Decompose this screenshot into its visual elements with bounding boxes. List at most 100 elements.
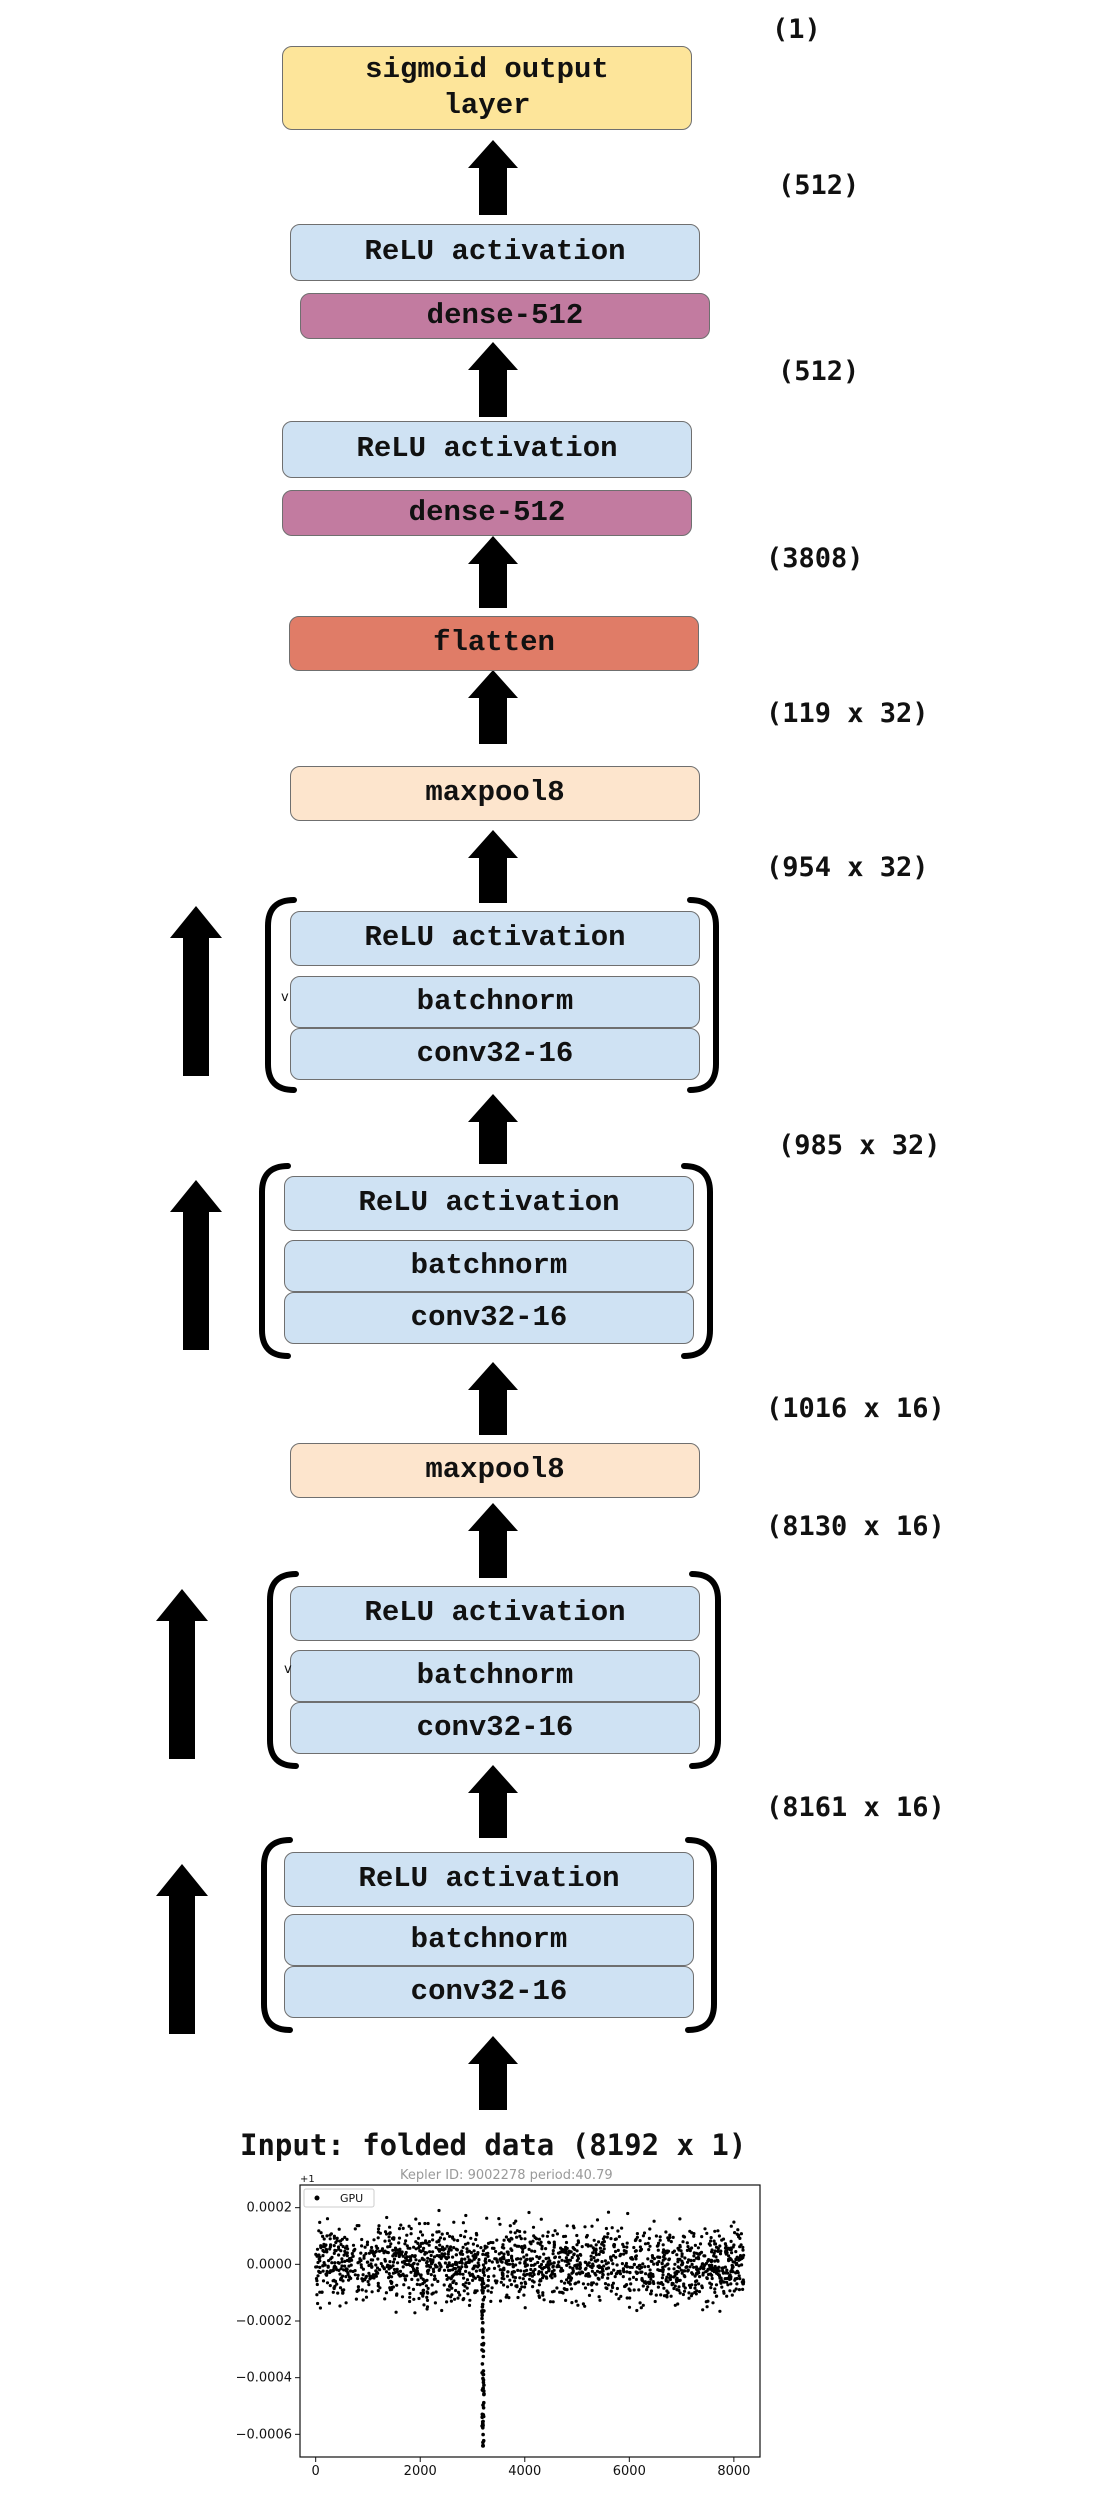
data-point [548,2300,553,2304]
data-point [321,2254,325,2258]
data-point [481,2252,485,2256]
data-point [658,2238,662,2242]
data-point [480,2329,485,2334]
data-point [523,2237,527,2241]
data-point [701,2262,705,2266]
data-point [409,2270,413,2274]
data-point [338,2286,343,2290]
data-point [395,2283,399,2287]
data-point [682,2274,686,2278]
block1-conv: conv32-16 [290,1028,700,1080]
data-point [634,2249,638,2253]
data-point [613,2237,617,2241]
data-point [447,2261,451,2265]
data-point [336,2291,340,2295]
data-point [395,2267,399,2271]
data-point [733,2231,737,2235]
data-point [318,2259,322,2263]
data-point [639,2306,643,2310]
data-point [730,2293,734,2297]
data-point [506,2238,511,2242]
data-point [677,2285,681,2289]
data-point [595,2269,600,2273]
data-point [688,2249,692,2253]
data-point [480,2412,485,2417]
data-point [498,2222,502,2226]
data-point [624,2261,629,2266]
data-point [412,2297,416,2301]
data-point [711,2301,715,2305]
data-point [568,2265,572,2269]
data-point [654,2234,659,2238]
data-point [433,2277,437,2281]
data-point [447,2288,451,2292]
data-point [721,2271,726,2275]
data-point [635,2308,639,2313]
data-point [398,2250,402,2254]
data-point [458,2272,462,2276]
data-point [480,2388,485,2392]
data-point [652,2219,656,2223]
data-point [571,2266,575,2270]
data-point [571,2269,575,2273]
data-point [542,2252,546,2256]
data-point [661,2265,665,2270]
data-point [450,2235,455,2239]
data-point [401,2226,405,2230]
data-point [425,2269,430,2273]
data-point [710,2250,714,2254]
data-point [725,2294,729,2298]
data-point [626,2211,630,2216]
data-point [614,2272,619,2276]
data-point [433,2274,437,2278]
data-point [413,2311,417,2315]
data-point [315,2247,320,2251]
data-point [365,2260,369,2264]
data-point [392,2252,396,2256]
plot-legend: GPU [303,2188,375,2208]
data-point [581,2282,586,2286]
y-tick-label: −0.0002 [236,2314,292,2329]
data-point [606,2232,610,2236]
data-point [341,2291,345,2295]
data-point [400,2260,405,2264]
data-point [431,2267,435,2271]
data-point [445,2244,449,2248]
data-point [489,2290,493,2294]
data-point [617,2297,621,2301]
data-point [429,2259,433,2263]
data-point [717,2234,722,2238]
data-point [484,2261,488,2265]
data-point [339,2242,343,2247]
data-point [662,2286,666,2290]
data-point [368,2274,372,2278]
data-point [597,2252,601,2256]
x-tick-label: 6000 [613,2464,646,2479]
data-point [448,2234,452,2238]
data-point [622,2245,626,2249]
data-point [317,2229,321,2233]
data-point [540,2247,544,2251]
data-point [322,2237,326,2241]
data-point [475,2244,480,2248]
data-point [452,2246,456,2250]
data-point [504,2235,508,2239]
data-point [655,2262,660,2266]
data-point [319,2244,323,2248]
data-point [540,2244,544,2248]
data-point [400,2295,405,2299]
data-point [693,2286,697,2290]
data-point [428,2265,432,2269]
data-point [407,2224,411,2228]
data-point [708,2243,712,2247]
data-point [388,2288,392,2292]
data-point [356,2273,360,2277]
data-point [568,2258,573,2262]
data-point [664,2249,668,2253]
block3-relu-activation: ReLU activation [290,1586,700,1641]
data-point [555,2232,560,2236]
data-point [351,2254,355,2258]
data-point [430,2283,434,2287]
data-point [643,2280,647,2284]
data-point [566,2253,570,2257]
